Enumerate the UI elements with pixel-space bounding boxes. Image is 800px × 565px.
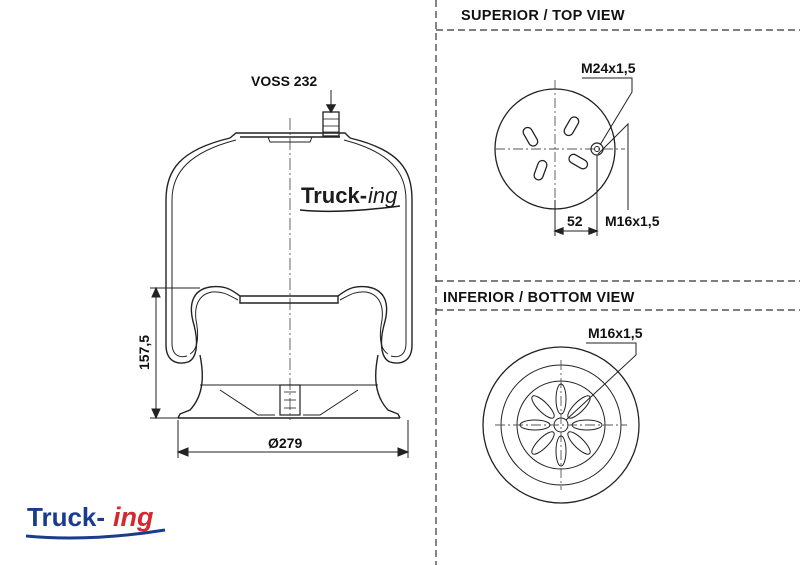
m16-top-label: M16x1,5: [605, 213, 660, 229]
bottom-outer-circle: [482, 346, 640, 504]
rib-4: [571, 419, 603, 431]
slot-3: [533, 159, 548, 181]
lobe-right-inner: [339, 291, 389, 355]
piston-top: [239, 295, 339, 304]
voss-leader-arrow: [325, 104, 337, 114]
brand-logo: Truck- ing: [25, 502, 166, 540]
piston-internal-right: [303, 389, 359, 416]
bottom-view: [482, 342, 640, 504]
lobe-right: [337, 285, 391, 363]
top-view-title: SUPERIOR / TOP VIEW: [461, 8, 625, 24]
m24-leader: [582, 77, 633, 146]
slot-2: [522, 126, 539, 147]
lobe-left-inner: [189, 291, 239, 355]
m24-stud-inner: [594, 146, 600, 152]
watermark-prefix: Truck-: [301, 183, 367, 208]
height-arrow-bottom: [151, 408, 161, 420]
dim52-label: 52: [567, 213, 583, 229]
rib-6: [531, 431, 555, 455]
piston-internal-left: [219, 389, 275, 416]
rib-2: [555, 435, 567, 467]
rib-3: [519, 419, 551, 431]
slot-1: [563, 116, 580, 137]
voss-label: VOSS 232: [251, 73, 317, 89]
brand-suffix: ing: [113, 502, 154, 532]
diameter-dimension: [176, 420, 410, 458]
m24-label: M24x1,5: [581, 60, 636, 76]
slot-4: [568, 153, 589, 170]
bottom-m16-leader: [565, 342, 637, 421]
bellow-inner-right: [343, 139, 407, 358]
lobe-left: [187, 285, 241, 363]
side-view: [165, 90, 413, 420]
watermark-underline: [299, 205, 401, 213]
top-view: [494, 77, 633, 236]
bottom-rosette: [519, 383, 603, 467]
brand-underline: [25, 528, 166, 540]
bellow-outer: [165, 137, 231, 364]
m16-leader: [597, 122, 629, 210]
diameter-label: Ø279: [268, 435, 302, 451]
dim52-arrow-left: [553, 227, 564, 235]
watermark-suffix: ing: [368, 183, 398, 208]
top-plate: [229, 132, 351, 139]
top-plate-recess: [267, 136, 313, 143]
m16-bottom-label: M16x1,5: [588, 325, 643, 341]
piston-right: [375, 354, 401, 419]
bottom-view-title: INFERIOR / BOTTOM VIEW: [443, 290, 635, 306]
watermark-logo: Truck- ing: [299, 183, 401, 213]
piston-left: [177, 354, 203, 419]
dia-arrow-left: [176, 447, 189, 457]
rib-1: [555, 383, 567, 415]
bellow-inner-left: [171, 139, 237, 358]
dia-arrow-right: [397, 447, 410, 457]
height-dimension: [150, 286, 200, 420]
rib-7: [531, 395, 555, 419]
rib-8: [567, 431, 591, 455]
bottom-stud: [279, 384, 301, 416]
height-arrow-top: [151, 286, 161, 298]
height-label: 157,5: [136, 335, 152, 370]
brand-prefix: Truck-: [27, 502, 105, 532]
bellow-outer-right: [349, 137, 413, 364]
dim52-arrow-right: [588, 227, 599, 235]
